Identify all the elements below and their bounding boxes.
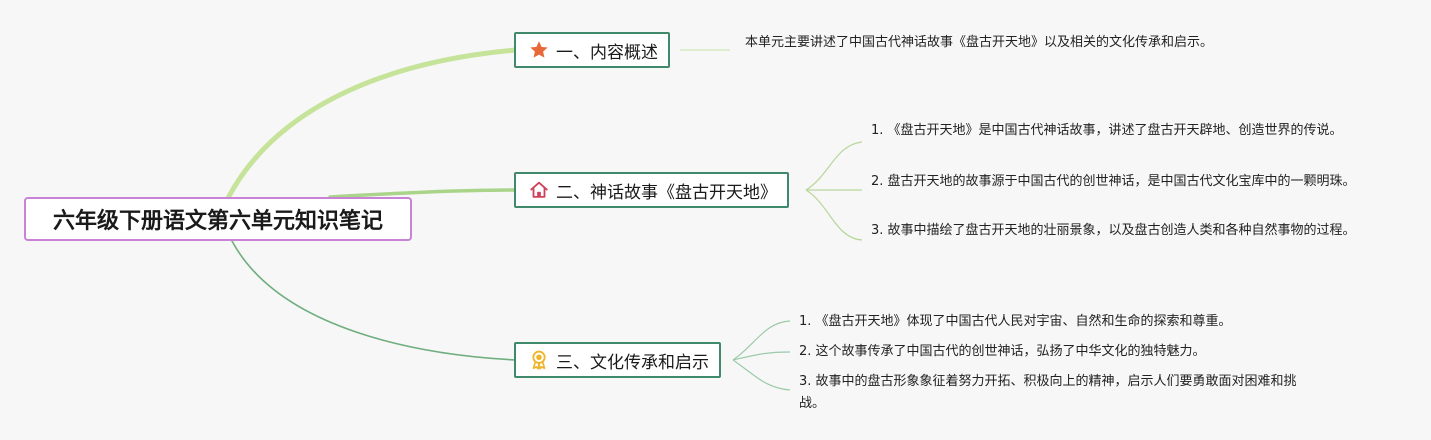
topic-label: 二、神话故事《盘古开天地》 bbox=[556, 182, 777, 203]
note-myth-1: 1. 《盘古开天地》是中国古代神话故事，讲述了盘古开天辟地、创造世界的传说。 bbox=[871, 120, 1361, 142]
topic-label: 一、内容概述 bbox=[556, 42, 658, 63]
note-line-3c bbox=[732, 359, 791, 391]
note-culture-2: 2. 这个故事传承了中国古代的创世神话，弘扬了中华文化的独特魅力。 bbox=[799, 341, 1299, 363]
note-text: 1. 《盘古开天地》体现了中国古代人民对宇宙、自然和生命的探索和尊重。 bbox=[799, 314, 1232, 329]
note-line-3b bbox=[732, 351, 791, 361]
note-line-2a bbox=[805, 141, 863, 191]
topic-myth-story[interactable]: 二、神话故事《盘古开天地》 bbox=[514, 172, 789, 208]
star-icon bbox=[528, 39, 550, 61]
note-myth-3: 3. 故事中描绘了盘古开天地的壮丽景象，以及盘古创造人类和各种自然事物的过程。 bbox=[871, 220, 1361, 242]
note-culture-3: 3. 故事中的盘古形象象征着努力开拓、积极向上的精神，启示人们要勇敢面对困难和挑… bbox=[799, 371, 1299, 415]
root-title: 六年级下册语文第六单元知识笔记 bbox=[52, 209, 383, 234]
award-icon bbox=[528, 349, 550, 371]
branch-line-2 bbox=[328, 188, 518, 199]
note-text: 本单元主要讲述了中国古代神话故事《盘古开天地》以及相关的文化传承和启示。 bbox=[745, 35, 1214, 50]
branch-line-3 bbox=[231, 240, 517, 361]
root-topic[interactable]: 六年级下册语文第六单元知识笔记 bbox=[24, 197, 412, 241]
topic-content-overview[interactable]: 一、内容概述 bbox=[514, 32, 670, 68]
note-text: 3. 故事中描绘了盘古开天地的壮丽景象，以及盘古创造人类和各种自然事物的过程。 bbox=[871, 223, 1356, 238]
note-overview: 本单元主要讲述了中国古代神话故事《盘古开天地》以及相关的文化传承和启示。 bbox=[745, 32, 1225, 54]
note-myth-2: 2. 盘古开天地的故事源于中国古代的创世神话，是中国古代文化宝库中的一颗明珠。 bbox=[871, 171, 1361, 193]
note-text: 2. 盘古开天地的故事源于中国古代的创世神话，是中国古代文化宝库中的一颗明珠。 bbox=[871, 174, 1356, 189]
note-line-3a bbox=[732, 320, 791, 361]
note-text: 2. 这个故事传承了中国古代的创世神话，弘扬了中华文化的独特魅力。 bbox=[799, 344, 1206, 359]
house-icon bbox=[528, 179, 550, 201]
note-text: 3. 故事中的盘古形象象征着努力开拓、积极向上的精神，启示人们要勇敢面对困难和挑… bbox=[799, 374, 1297, 411]
note-culture-1: 1. 《盘古开天地》体现了中国古代人民对宇宙、自然和生命的探索和尊重。 bbox=[799, 311, 1299, 333]
branch-line-1 bbox=[225, 47, 519, 201]
note-text: 1. 《盘古开天地》是中国古代神话故事，讲述了盘古开天辟地、创造世界的传说。 bbox=[871, 123, 1343, 138]
note-line-2c bbox=[805, 189, 863, 241]
topic-culture-inspiration[interactable]: 三、文化传承和启示 bbox=[514, 342, 721, 378]
topic-label: 三、文化传承和启示 bbox=[556, 352, 709, 373]
